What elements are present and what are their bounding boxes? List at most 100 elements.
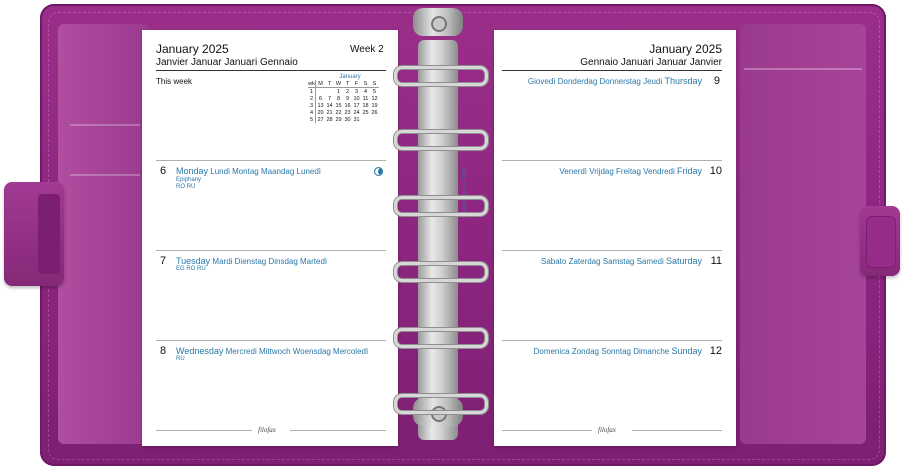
mini-calendar-cell: 20: [317, 109, 324, 116]
day-number: 12: [709, 345, 722, 357]
mini-calendar-cell: 5: [372, 88, 377, 95]
day-translations: Lundi Montag Maandag Lunedì: [210, 167, 322, 176]
mini-calendar-cell: 30: [344, 116, 351, 123]
day-translations: Giovedì Donderdag Donnerstag Jeudi: [527, 77, 663, 86]
day-rule: [156, 250, 386, 251]
mini-calendar-cell: T: [325, 80, 334, 88]
snap-button: [866, 216, 896, 268]
day-translations: Mardi Dienstag Dinsdag Martedì: [212, 257, 328, 266]
day-number: 9: [713, 75, 720, 87]
mini-calendar-cell: 2: [345, 88, 350, 95]
day-note: RU: [176, 356, 185, 362]
mini-calendar-cell: 17: [353, 102, 360, 109]
pen-loop-inner: [38, 194, 60, 274]
rivet: [431, 406, 447, 422]
brand-logo: filofax: [598, 426, 616, 434]
left-page-title: January 2025: [156, 42, 229, 56]
mini-calendar-cell: 10: [353, 95, 360, 102]
mini-calendar-cell: S: [370, 80, 379, 88]
pocket-edge: [744, 68, 862, 70]
mini-calendar-cell: [370, 116, 379, 123]
day-name: Domenica Zondag Sonntag Dimanche Sunday: [534, 346, 702, 356]
right-inner-pocket: [740, 24, 866, 444]
mini-calendar-cell: 1: [336, 88, 341, 95]
mini-calendar-cell: 15: [335, 102, 342, 109]
day-rule: [502, 160, 722, 161]
left-month-languages: Janvier Januar Januari Gennaio: [156, 57, 298, 68]
day-translations: Sabato Zaterdag Samstag Samedi: [540, 257, 664, 266]
mini-calendar-row: 4 20 21 22 23 24 25 26: [308, 109, 379, 116]
mini-calendar-cell: 3: [308, 102, 316, 109]
mini-calendar-cell: 23: [344, 109, 351, 116]
card-slot: [70, 124, 140, 126]
day-name: Wednesday Mercredi Mittwoch Woensdag Mer…: [176, 346, 368, 356]
binder-ring: [394, 130, 488, 150]
header-rule: [156, 70, 386, 71]
day-rule: [156, 160, 386, 161]
binder-ring: [394, 328, 488, 348]
header-rule: [502, 70, 722, 71]
mini-calendar-cell: 28: [326, 116, 333, 123]
mini-calendar-cell: 29: [335, 116, 342, 123]
day-name-en: Friday: [676, 166, 702, 176]
day-number: 11: [710, 255, 722, 267]
mini-calendar-cell: 5: [308, 116, 316, 123]
week-number: Week 2: [350, 44, 384, 55]
this-week-label: This week: [156, 77, 193, 86]
mini-calendar-cell: 1: [308, 87, 316, 95]
day-notes: RU: [176, 356, 185, 363]
day-name-en: Wednesday: [176, 346, 224, 356]
day-name: Venerdì Vrijdag Freitag Vendredi Friday: [559, 166, 702, 176]
mini-calendar-cell: [325, 88, 334, 96]
mini-calendar-month: January: [339, 74, 361, 80]
mini-calendar-cell: 24: [353, 109, 360, 116]
day-rule: [502, 340, 722, 341]
mini-calendar-row: 5 27 28 29 30 31: [308, 116, 379, 123]
day-note: EG RO RU: [176, 266, 206, 272]
day-number: 10: [709, 165, 722, 177]
day-translations: Venerdì Vrijdag Freitag Vendredi: [559, 167, 675, 176]
mini-calendar-row: 2 6 7 8 9 10 11 12: [308, 95, 379, 102]
mini-calendar: January wk M T W T F S S 1 1 2: [308, 74, 384, 123]
mini-calendar-row: 3 13 14 15 16 17 18 19: [308, 102, 379, 109]
binder-ring: [394, 262, 488, 282]
mini-calendar-cell: 13: [317, 102, 324, 109]
mini-calendar-cell: 22: [335, 109, 342, 116]
mini-calendar-cell: F: [352, 80, 361, 88]
day-notes: EG RO RU: [176, 266, 206, 273]
day-number: 7: [160, 255, 167, 267]
mini-calendar-cell: 4: [308, 109, 316, 116]
mini-calendar-cell: [361, 116, 370, 123]
right-month-languages: Gennaio Januari Januar Janvier: [580, 57, 722, 68]
mini-calendar-cell: wk: [308, 80, 316, 88]
footer-rule: [502, 430, 592, 431]
mini-calendar-header: wk M T W T F S S: [308, 80, 379, 88]
day-name: Sabato Zaterdag Samstag Samedi Saturday: [541, 256, 702, 266]
mini-calendar-cell: 14: [326, 102, 333, 109]
day-name-en: Sunday: [671, 346, 702, 356]
footer-rule: [156, 430, 252, 431]
rivet: [431, 16, 447, 32]
mini-calendar-cell: 18: [362, 102, 369, 109]
mini-calendar-cell: 27: [317, 116, 324, 123]
mini-calendar-cell: 9: [345, 95, 350, 102]
day-note: Epiphany: [176, 177, 202, 183]
footer-rule: [290, 430, 386, 431]
ring-mechanism-spine: [418, 40, 458, 440]
mini-calendar-cell: 21: [326, 109, 333, 116]
day-rule: [156, 340, 386, 341]
mini-calendar-cell: 19: [371, 102, 378, 109]
pen-loop: [4, 182, 64, 286]
mini-calendar-cell: 25: [362, 109, 369, 116]
right-diary-page: January 2025 Gennaio Januari Januar Janv…: [494, 30, 736, 446]
mini-calendar-cell: M: [315, 80, 325, 88]
mini-calendar-cell: 6: [318, 95, 323, 102]
day-name: Tuesday Mardi Dienstag Dinsdag Martedì: [176, 256, 327, 266]
brand-logo: filofax: [258, 426, 276, 434]
mini-calendar-cell: 7: [327, 95, 332, 102]
closure-strap: [860, 206, 900, 276]
mini-calendar-grid: wk M T W T F S S 1 1 2 3 4 5: [308, 80, 379, 123]
day-name-en: Thursday: [664, 76, 702, 86]
mini-calendar-cell: 12: [371, 95, 378, 102]
